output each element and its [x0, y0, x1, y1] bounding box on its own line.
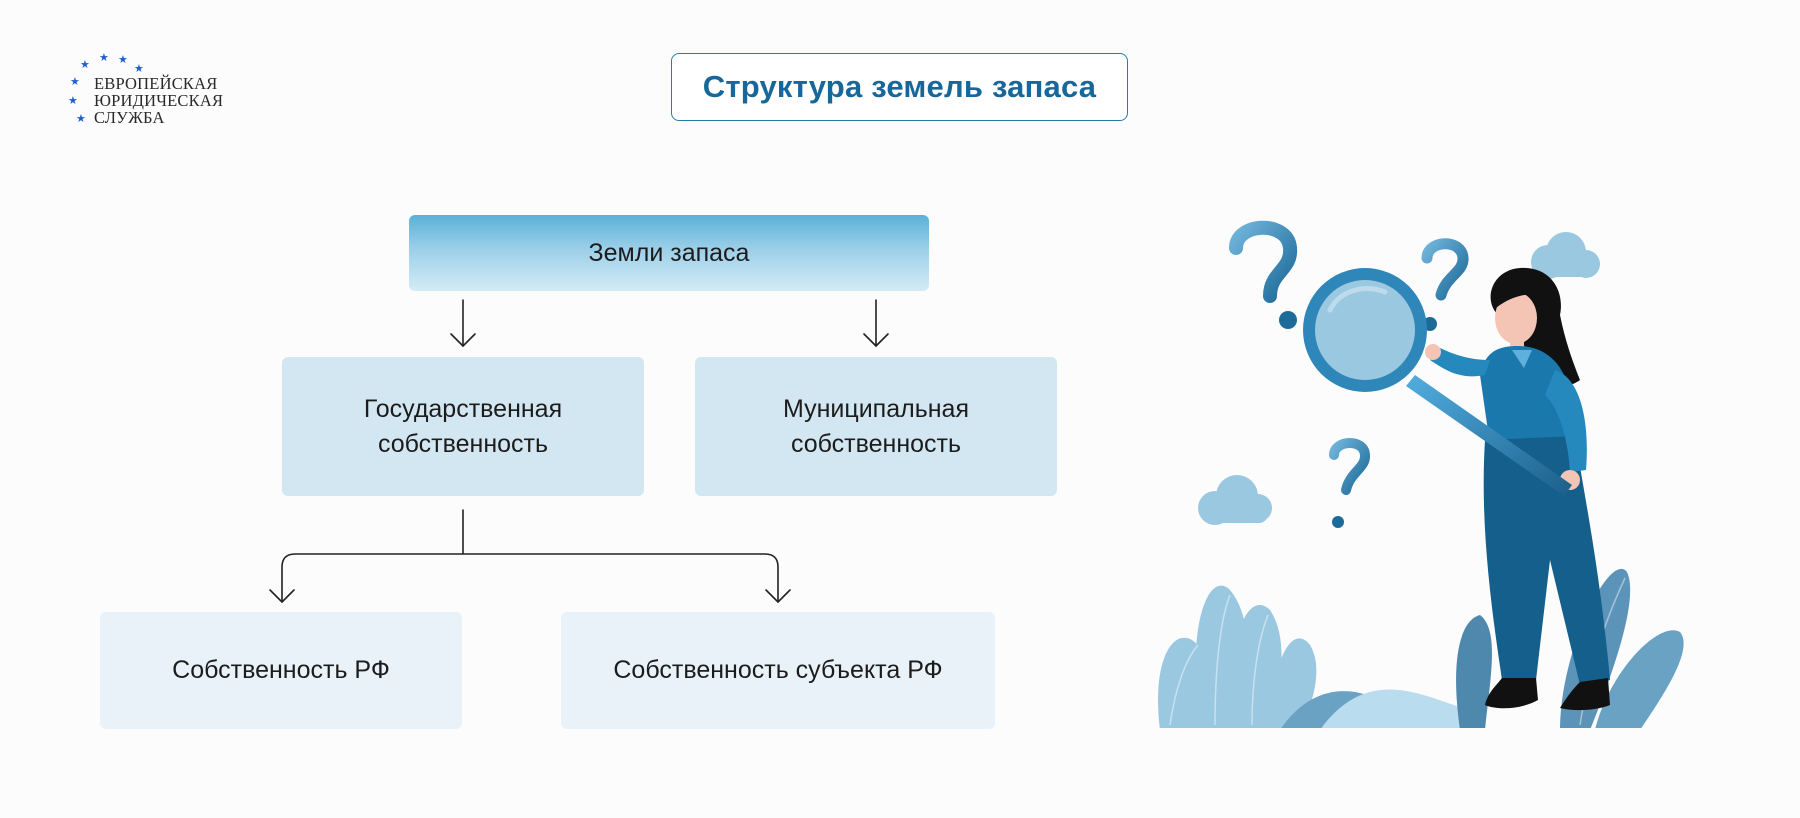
- logo-line-3: СЛУЖБА: [94, 108, 165, 127]
- svg-text:★: ★: [99, 51, 109, 64]
- node-rf-label: Собственность РФ: [172, 656, 390, 684]
- question-mark-icon: [1229, 220, 1298, 303]
- cloud-icon: [1198, 475, 1272, 525]
- question-mark-icon: [1421, 238, 1469, 301]
- svg-text:★: ★: [134, 62, 144, 75]
- node-mun-label: Муниципальная собственность: [783, 394, 969, 458]
- svg-text:★: ★: [76, 112, 86, 125]
- node-municipalnaya: Муниципальная собственность: [695, 357, 1057, 496]
- arrow-root-to-gos: [450, 299, 476, 347]
- svg-text:★: ★: [80, 58, 90, 71]
- node-gos-label: Государственная собственность: [363, 394, 563, 458]
- node-zemli-zapasa: Земли запаса: [409, 215, 929, 291]
- svg-text:★: ★: [68, 94, 78, 107]
- woman-figure: [1425, 267, 1610, 711]
- svg-text:★: ★: [70, 75, 80, 88]
- node-sobstvennost-subekta: Собственность субъекта РФ: [561, 612, 995, 729]
- arrow-root-to-mun: [863, 299, 889, 347]
- logo-line-2: ЮРИДИЧЕСКАЯ: [94, 91, 224, 110]
- question-mark-icon: [1329, 438, 1370, 495]
- page-title: Структура земель запаса: [702, 69, 1097, 104]
- page-title-box: Структура земель запаса: [671, 53, 1128, 121]
- illustration: [1140, 220, 1700, 732]
- node-root-label: Земли запаса: [588, 238, 750, 267]
- node-gosudarstvennaya: Государственная собственность: [282, 357, 644, 496]
- node-sub-label: Собственность субъекта РФ: [613, 656, 943, 684]
- magnifier-icon: [1303, 268, 1572, 496]
- cloud-icon: [1531, 232, 1600, 279]
- svg-text:★: ★: [118, 53, 128, 66]
- logo-line-1: ЕВРОПЕЙСКАЯ: [94, 74, 218, 93]
- arrow-gos-to-level2: [269, 509, 791, 603]
- stars-icon: ★ ★ ★ ★ ★ ★ ★: [68, 51, 144, 125]
- question-mark-dot: [1279, 311, 1297, 329]
- leaves-icon: [1140, 568, 1700, 732]
- node-sobstvennost-rf: Собственность РФ: [100, 612, 462, 729]
- logo: ★ ★ ★ ★ ★ ★ ★ ЕВРОПЕЙСКАЯ ЮРИДИЧЕСКАЯ СЛ…: [66, 48, 246, 138]
